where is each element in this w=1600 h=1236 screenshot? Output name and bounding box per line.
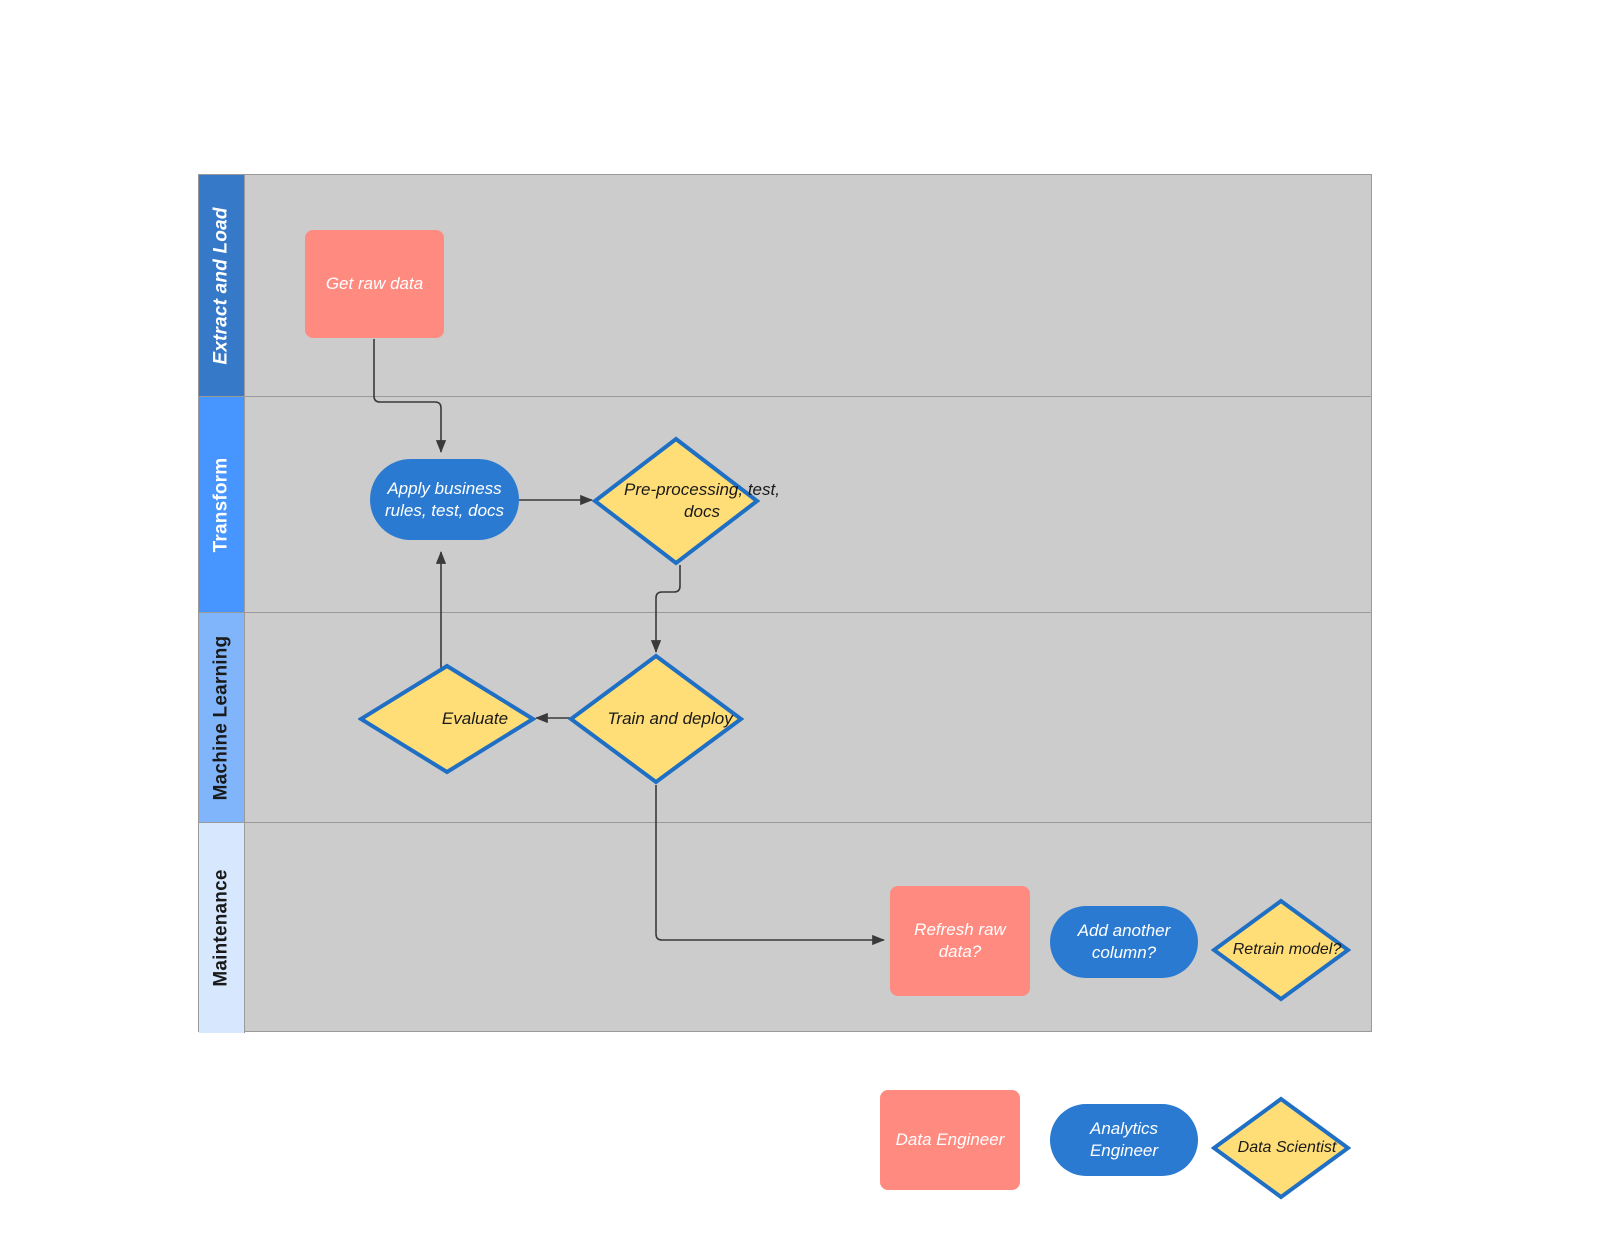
lane-header-extract-and-load[interactable]: Extract and Load (199, 175, 245, 396)
legend-label-analytics-engineer: Analytics Engineer (1089, 1119, 1159, 1160)
lane-extract-and-load: Extract and Load (199, 175, 1371, 397)
legend-item-data-scientist[interactable]: Data Scientist (1211, 1096, 1351, 1200)
node-retrain-model[interactable]: Retrain model? (1211, 898, 1351, 1002)
legend-item-data-engineer[interactable]: Data Engineer (880, 1090, 1020, 1190)
node-label-apply-business-rules: Apply business rules, test, docs (384, 478, 505, 520)
lane-header-maintenance[interactable]: Maintenance (199, 823, 245, 1033)
lane-label-extract-and-load: Extract and Load (210, 206, 232, 365)
lane-maintenance: Maintenance (199, 823, 1371, 1033)
diamond-shape-retrain-model (1211, 898, 1351, 1002)
lane-header-transform[interactable]: Transform (199, 397, 245, 612)
node-refresh-raw-data[interactable]: Refresh raw data? (890, 886, 1030, 996)
legend: Data Engineer Analytics Engineer Data Sc… (880, 1090, 1360, 1200)
node-add-another-column[interactable]: Add another column? (1050, 906, 1198, 978)
lane-label-machine-learning: Machine Learning (210, 635, 232, 800)
diamond-shape-evaluate (358, 663, 536, 775)
legend-label-data-engineer: Data Engineer (895, 1130, 1005, 1150)
lane-header-machine-learning[interactable]: Machine Learning (199, 613, 245, 822)
node-apply-business-rules[interactable]: Apply business rules, test, docs (370, 459, 519, 540)
diamond-shape-train-and-deploy (568, 653, 744, 785)
node-train-and-deploy[interactable]: Train and deploy (568, 653, 744, 785)
node-label-get-raw-data: Get raw data (325, 274, 424, 294)
diamond-shape-data-scientist (1211, 1096, 1351, 1200)
diamond-shape-pre-processing (592, 436, 760, 566)
node-label-refresh-raw-data: Refresh raw data? (914, 920, 1006, 961)
node-evaluate[interactable]: Evaluate (358, 663, 536, 775)
node-label-add-another-column: Add another column? (1077, 921, 1171, 962)
lane-label-maintenance: Maintenance (210, 869, 232, 987)
node-pre-processing[interactable]: Pre-processing, test, docs (592, 436, 780, 566)
lane-transform: Transform (199, 397, 1371, 613)
legend-item-analytics-engineer[interactable]: Analytics Engineer (1050, 1104, 1198, 1176)
lane-label-transform: Transform (210, 457, 232, 552)
node-get-raw-data[interactable]: Get raw data (305, 230, 444, 338)
